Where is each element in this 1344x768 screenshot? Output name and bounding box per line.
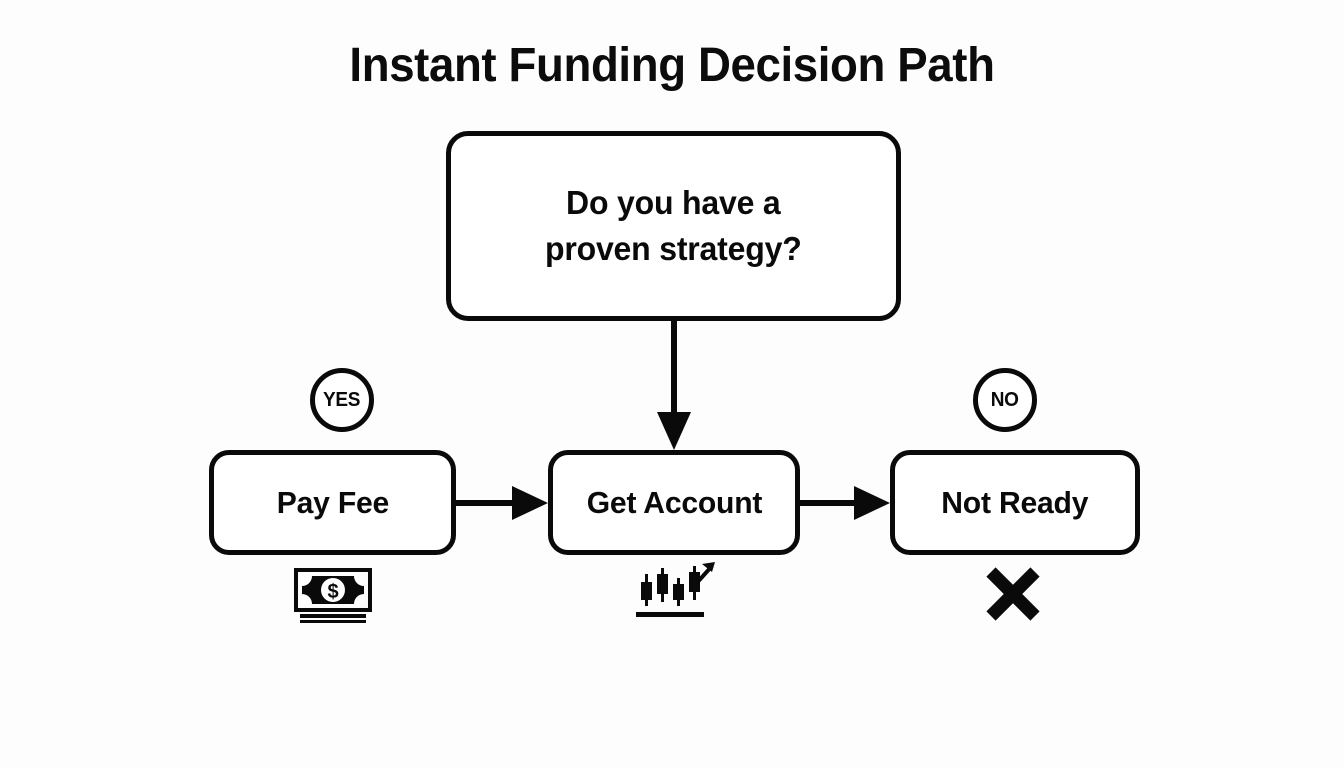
node-pay-fee-label: Pay Fee [276,484,389,520]
node-not-ready-label: Not Ready [941,484,1089,520]
branch-badge-no-label: NO [991,388,1019,411]
arrow-get-account-to-not-ready [800,486,890,520]
arrow-decision-to-get-account [657,320,691,450]
node-get-account-label: Get Account [586,484,762,520]
svg-text:$: $ [327,581,338,603]
page-title: Instant Funding Decision Path [349,39,995,92]
money-banknote-icon: $ [288,562,378,630]
decision-node-label: Do you have a proven strategy? [545,184,802,267]
decision-node[interactable]: Do you have a proven strategy? [446,131,901,321]
cross-mark-icon [968,560,1058,628]
branch-badge-no[interactable]: NO [973,368,1037,432]
branch-badge-yes-label: YES [323,388,361,411]
chart-increasing-icon [630,558,720,626]
branch-badge-yes[interactable]: YES [310,368,374,432]
node-pay-fee[interactable]: Pay Fee [209,450,456,555]
node-not-ready[interactable]: Not Ready [890,450,1140,555]
node-get-account[interactable]: Get Account [548,450,800,555]
arrow-pay-fee-to-get-account [456,486,548,520]
